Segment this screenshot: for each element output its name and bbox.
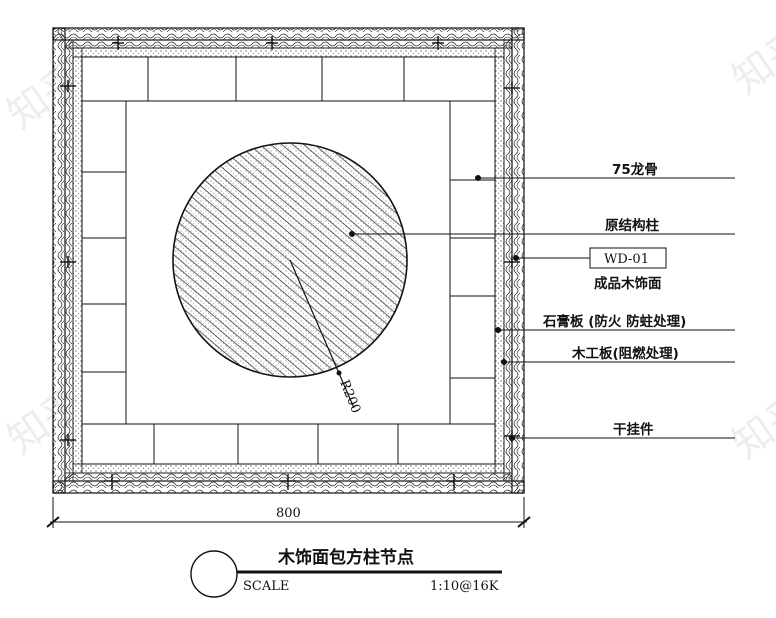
radius-label: R200 (336, 378, 363, 416)
label-finish: 成品木饰面 (594, 275, 662, 292)
svg-text:知乎: 知乎 (724, 20, 776, 104)
scale-label: SCALE (243, 579, 289, 594)
leader-lines (349, 175, 735, 441)
svg-text:知乎: 知乎 (724, 385, 776, 469)
label-keel: 75龙骨 (612, 161, 658, 178)
block-infill (81, 56, 496, 465)
width-dimension (46, 497, 531, 528)
label-hanger: 干挂件 (613, 421, 654, 438)
dimension-width: 800 (276, 506, 301, 521)
label-tag: WD-01 (604, 252, 649, 267)
title-block: 木饰面包方柱节点 SCALE 1:10@16K (190, 547, 502, 598)
hanger-fasteners (60, 36, 520, 490)
scale-value: 1:10@16K (430, 579, 499, 594)
label-gypsum: 石膏板 (防火 防蛀处理) (542, 313, 686, 330)
label-column: 原结构柱 (605, 217, 659, 234)
label-plywood: 木工板(阻燃处理) (571, 345, 679, 362)
drawing-title: 木饰面包方柱节点 (277, 547, 414, 568)
tag-box (589, 247, 667, 269)
